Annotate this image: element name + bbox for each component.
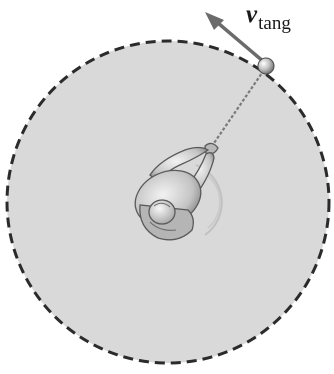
tangential-velocity-label: vtang — [246, 2, 291, 27]
hammer-ball — [258, 58, 274, 74]
velocity-symbol: v — [246, 1, 257, 28]
velocity-subscript: tang — [258, 13, 291, 34]
